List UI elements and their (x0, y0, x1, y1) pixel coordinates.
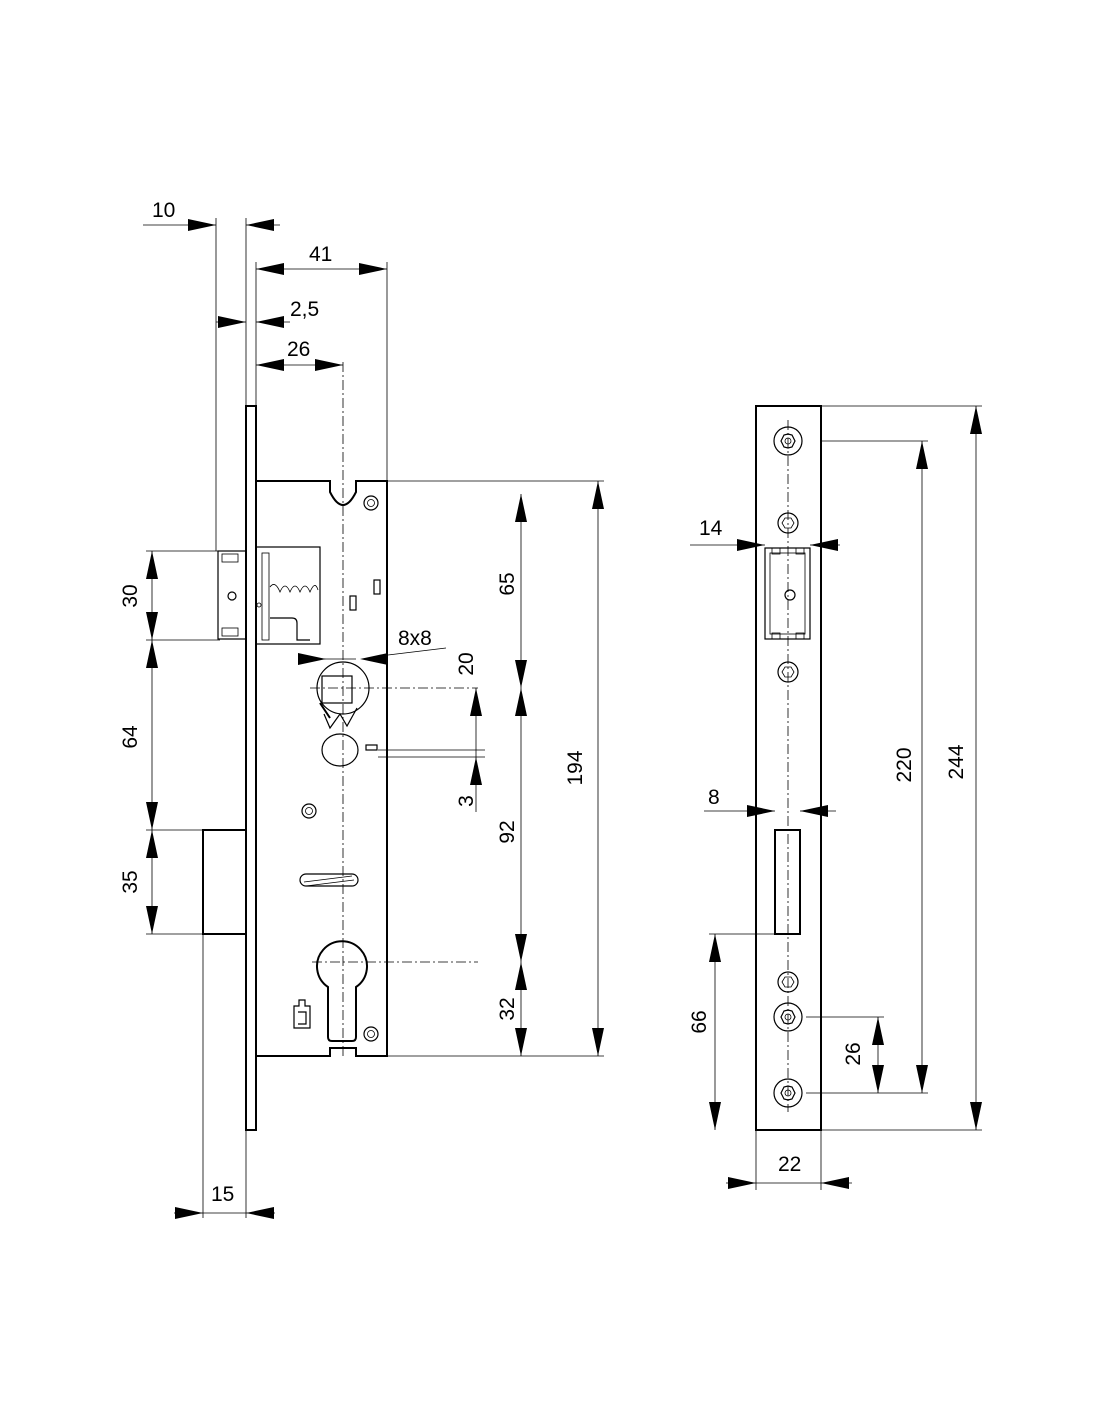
dim-35: 35 (119, 830, 158, 934)
dim-20: 20 (455, 652, 482, 750)
dim-15: 15 (174, 1183, 275, 1219)
dim-92-label: 92 (496, 820, 519, 843)
dim-92: 92 (496, 688, 527, 962)
faceplate (245, 405, 257, 1131)
lever-slot (299, 873, 359, 887)
deadbolt (202, 829, 247, 935)
dim-8x8-label: 8x8 (398, 627, 432, 650)
small-latch (293, 999, 311, 1029)
extension-lines (146, 218, 604, 1218)
dim-66: 66 (688, 934, 721, 1130)
dim-2-5-label: 2,5 (290, 298, 319, 321)
dim-15-label: 15 (211, 1183, 234, 1206)
dim-20-label: 20 (455, 652, 478, 675)
oval-hole (321, 733, 359, 767)
extension-lines-right (709, 405, 982, 1190)
screw (363, 495, 379, 511)
dim-30-label: 30 (119, 584, 142, 607)
latch-opening (764, 547, 811, 640)
dim-65: 65 (496, 494, 527, 688)
dim-32: 32 (496, 962, 527, 1056)
dim-26-backset: 26 (256, 338, 343, 371)
latch-bolt (217, 546, 321, 645)
dim-2-5: 2,5 (216, 298, 319, 328)
dim-14: 14 (690, 517, 840, 551)
slot (373, 579, 381, 595)
dim-65-label: 65 (496, 572, 519, 595)
dim-22-label: 22 (778, 1153, 801, 1176)
dim-220-label: 220 (893, 747, 916, 782)
lock-case (256, 480, 388, 1057)
dim-26-screws-label: 26 (842, 1042, 865, 1065)
dim-64-label: 64 (119, 725, 142, 749)
screw (301, 803, 317, 819)
dim-8: 8 (704, 786, 836, 817)
deadbolt-opening (774, 829, 801, 935)
slot (349, 595, 357, 611)
dim-66-label: 66 (688, 1010, 711, 1033)
dim-14-label: 14 (699, 517, 723, 540)
dim-26-screws: 26 (842, 1017, 884, 1093)
dim-10-label: 10 (152, 199, 175, 222)
dim-8x8: 8x8 (298, 627, 447, 665)
dim-10: 10 (143, 199, 280, 231)
small-slot (365, 744, 378, 751)
dim-194-label: 194 (564, 750, 587, 785)
dim-244-label: 244 (945, 744, 968, 779)
screw (363, 1026, 379, 1042)
dim-3: 3 (455, 750, 482, 812)
faceplate-front-view (755, 405, 822, 1131)
cylinder-cutout (316, 940, 368, 1042)
dim-30: 30 (119, 551, 158, 640)
dim-41-label: 41 (309, 243, 332, 266)
faceplate-front (755, 405, 822, 1131)
dim-8-label: 8 (708, 786, 720, 809)
dim-244: 244 (945, 406, 982, 1130)
dim-194: 194 (564, 481, 604, 1056)
dim-64: 64 (119, 640, 158, 830)
dim-35-label: 35 (119, 870, 142, 893)
dim-22: 22 (726, 1153, 852, 1189)
dim-220: 220 (893, 441, 928, 1093)
dim-26-backset-label: 26 (287, 338, 310, 361)
dim-32-label: 32 (496, 997, 519, 1020)
dim-3-label: 3 (455, 795, 478, 807)
dim-41: 41 (256, 243, 387, 275)
lock-body-view (202, 362, 478, 1131)
